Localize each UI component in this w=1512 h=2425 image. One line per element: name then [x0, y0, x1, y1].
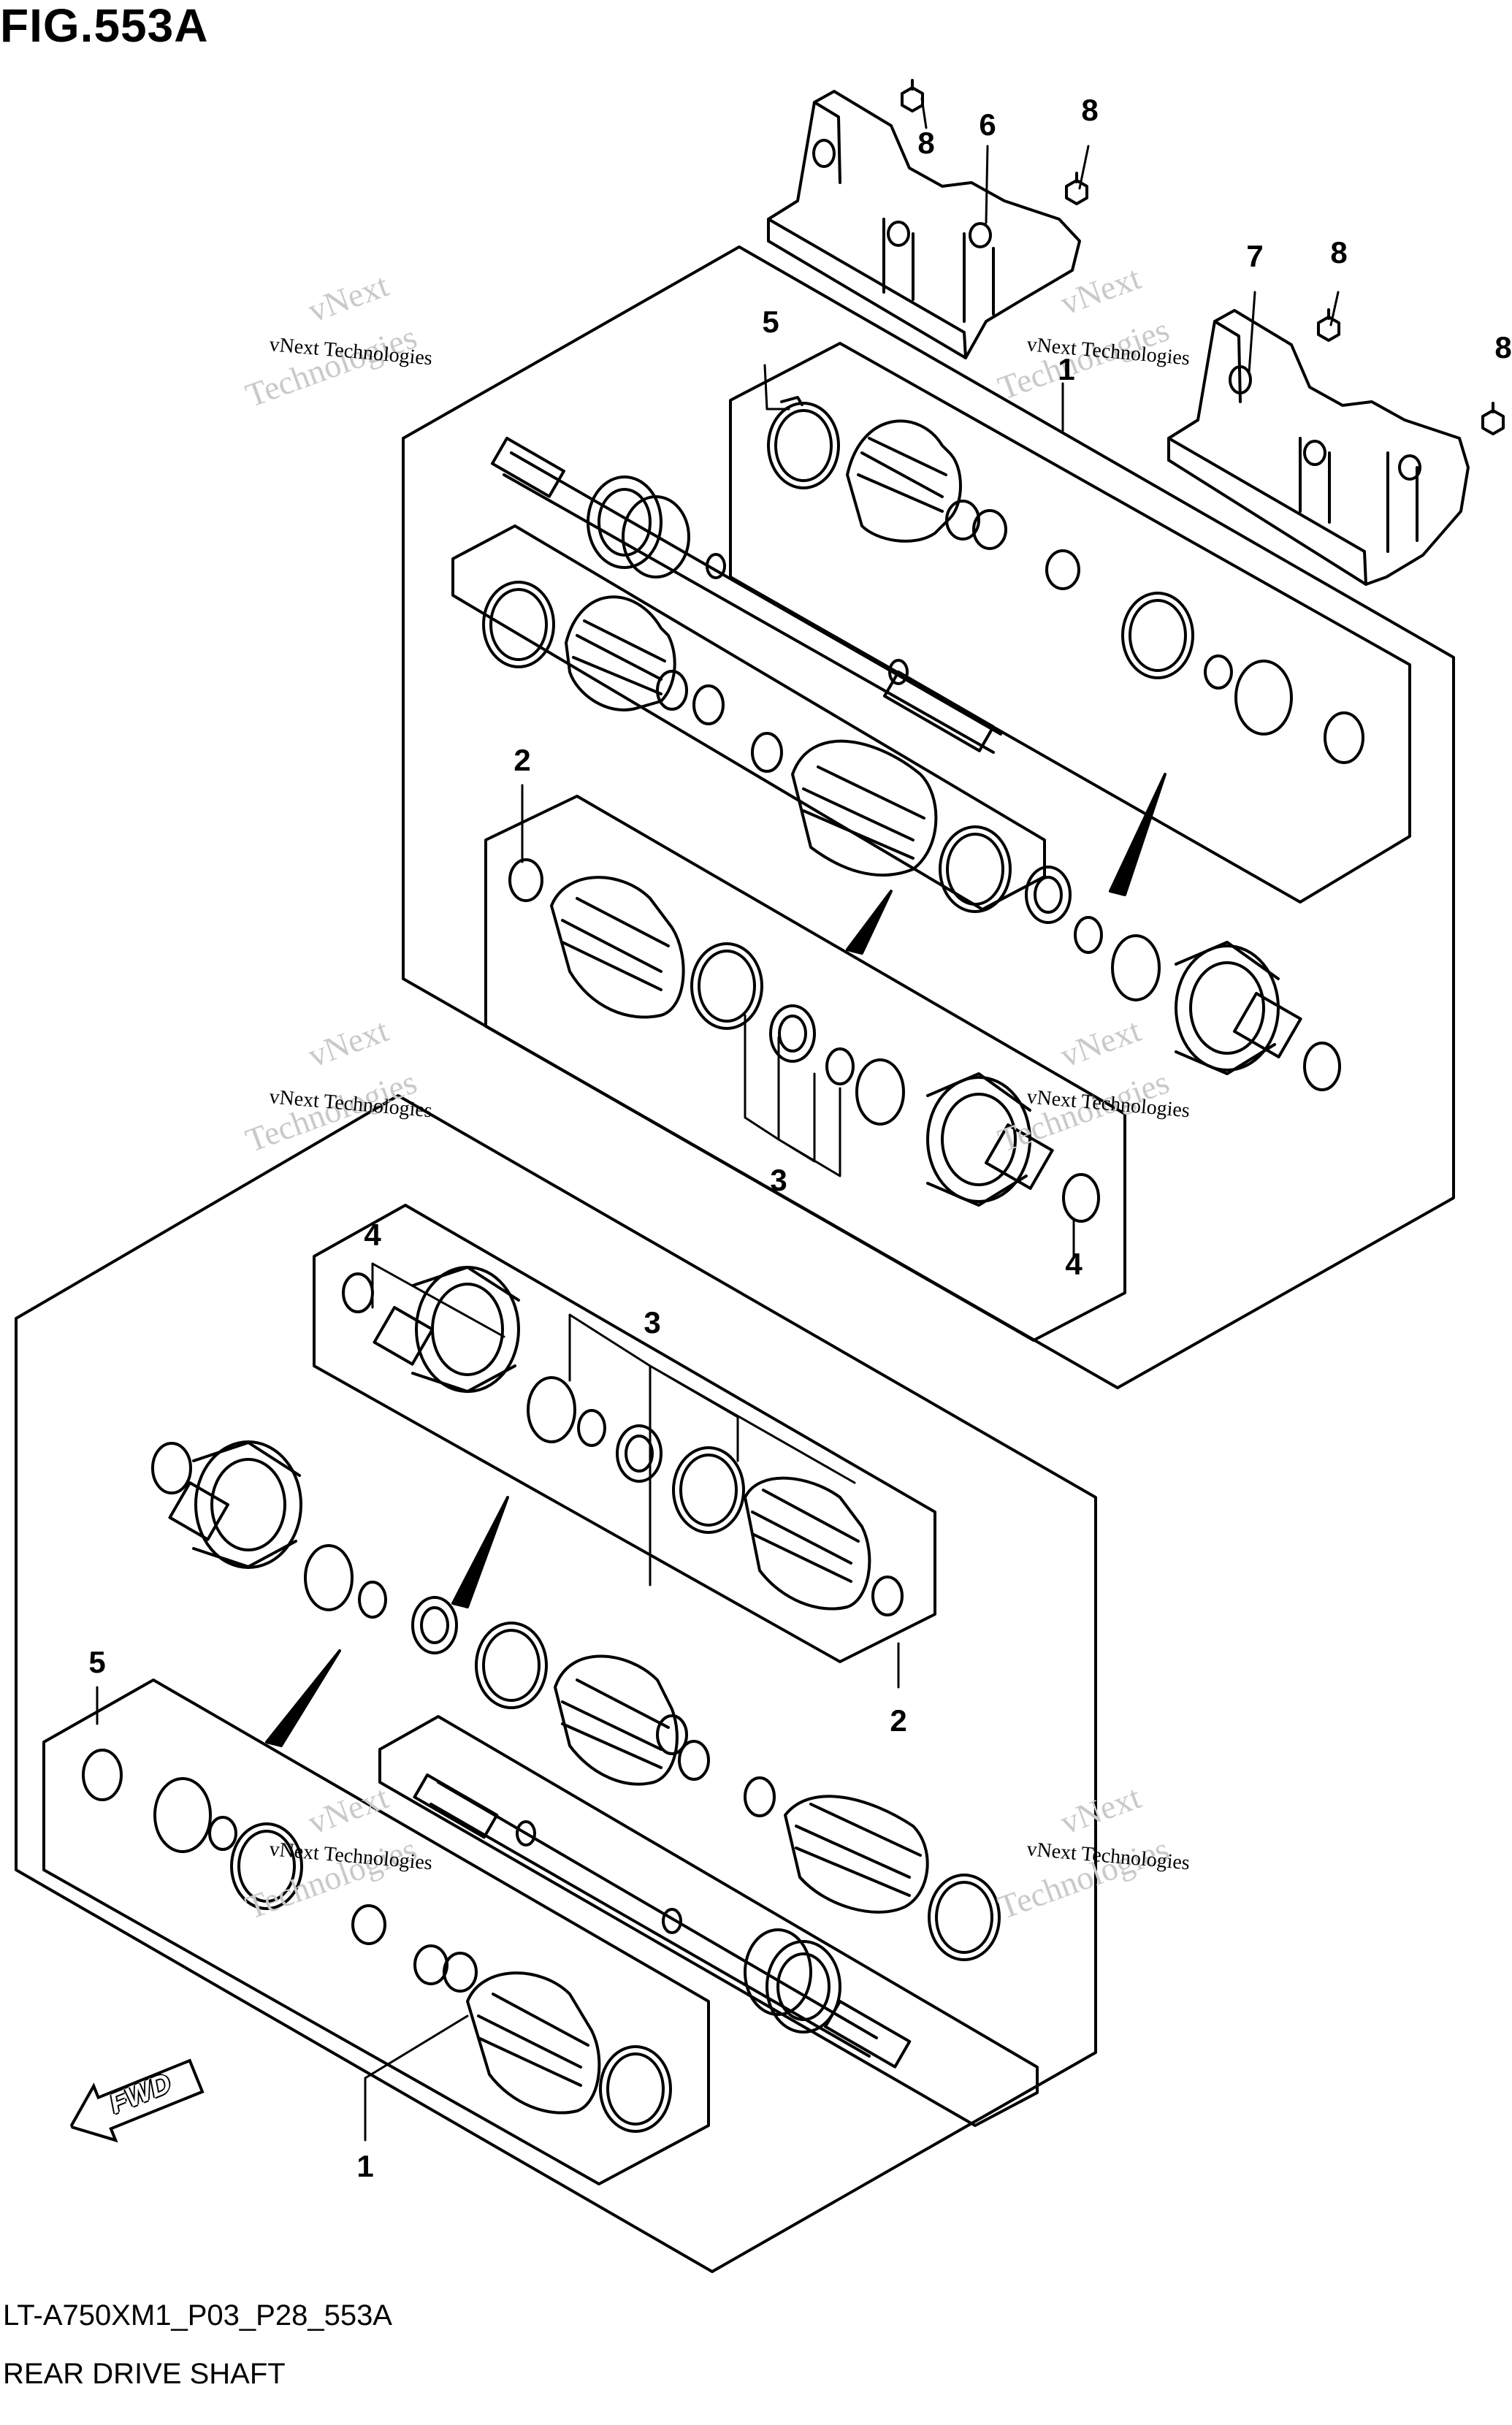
cv-boot — [554, 1654, 679, 1786]
cv-boot — [565, 595, 676, 711]
callout-8: 8 — [917, 126, 934, 160]
cv-boot — [466, 1971, 601, 2115]
upper-panel-2 — [484, 795, 1126, 1342]
cv-boot — [784, 1795, 929, 1914]
guard-6 — [767, 90, 1081, 359]
cv-boot — [791, 739, 938, 877]
callout-6: 6 — [979, 107, 996, 142]
callout-1: 1 — [1058, 352, 1074, 386]
callout-2: 2 — [890, 1703, 906, 1738]
arrow-triangle — [265, 1649, 341, 1747]
arrow-triangle — [451, 1496, 509, 1608]
callout-4: 4 — [364, 1218, 381, 1252]
cv-boot — [550, 876, 685, 1019]
callout-2: 2 — [513, 743, 530, 777]
cv-boot — [744, 1476, 871, 1611]
fwd-arrow: FWD — [58, 2044, 212, 2158]
svg-text:vNext: vNext — [1055, 1011, 1145, 1074]
model-code: LT-A750XM1_P03_P28_553A — [3, 2299, 392, 2332]
callout-3: 3 — [770, 1163, 787, 1197]
drive-shaft-lower — [413, 1773, 912, 2069]
leader-lines — [96, 97, 1340, 2142]
callout-8: 8 — [1494, 330, 1511, 364]
drive-shaft-upper — [491, 437, 1002, 754]
bolt-8 — [901, 79, 1505, 435]
callout-8: 8 — [1081, 93, 1098, 127]
arrow-triangle — [846, 890, 893, 955]
lower-assembly-frame — [15, 1094, 1097, 2273]
svg-text:vNext: vNext — [303, 1011, 393, 1074]
svg-text:vNext: vNext — [1055, 259, 1145, 321]
callout-5: 5 — [88, 1645, 105, 1679]
upper-assembly-frame — [402, 245, 1455, 1389]
lower-panel-shaft — [378, 1715, 1039, 2127]
svg-text:vNext: vNext — [1055, 1778, 1145, 1841]
callout-5: 5 — [762, 305, 779, 339]
figure-caption: REAR DRIVE SHAFT — [3, 2358, 286, 2390]
callout-4: 4 — [1065, 1247, 1083, 1281]
upper-panel-5 — [729, 342, 1411, 904]
callout-group: 8 6 8 7 8 8 5 1 2 3 4 4 3 5 2 1 — [88, 93, 1511, 2183]
lower-panel-23 — [313, 1204, 936, 1663]
cv-boot — [846, 419, 962, 543]
callout-3: 3 — [644, 1305, 660, 1340]
svg-text:vNext: vNext — [303, 1778, 393, 1841]
arrow-triangle — [1109, 773, 1167, 896]
fwd-arrow-icon — [68, 2058, 205, 2143]
callout-1: 1 — [356, 2149, 373, 2183]
boot-clamp — [767, 402, 840, 489]
guard-7 — [1167, 309, 1470, 586]
svg-text:vNext: vNext — [303, 266, 393, 329]
callout-8: 8 — [1330, 235, 1347, 270]
callout-7: 7 — [1246, 239, 1263, 273]
figure-title: FIG.553A — [0, 0, 209, 52]
lower-panel-5 — [42, 1679, 710, 2185]
upper-panel-shaft — [451, 524, 1046, 911]
